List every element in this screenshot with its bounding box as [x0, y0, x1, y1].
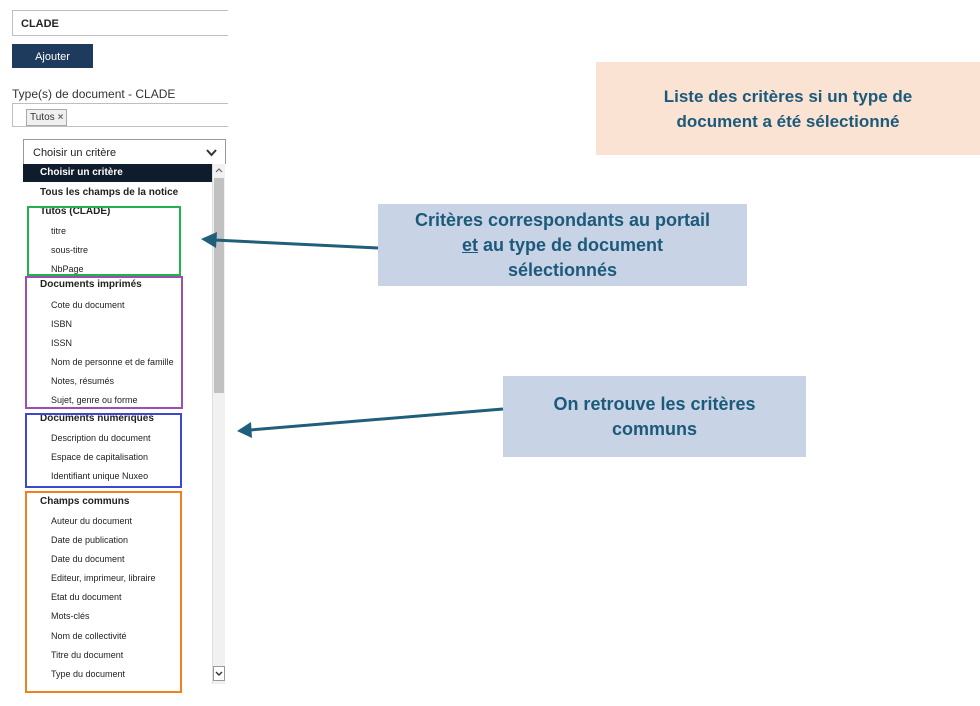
option-nom-personne[interactable]: Nom de personne et de famille — [51, 357, 174, 367]
option-etat[interactable]: Etat du document — [51, 592, 122, 602]
scroll-down-icon[interactable] — [213, 666, 225, 681]
option-titre[interactable]: titre — [51, 226, 67, 236]
option-cote[interactable]: Cote du document — [51, 300, 125, 310]
doc-type-label: Type(s) de document - CLADE — [12, 87, 176, 101]
frame-tutos — [27, 206, 181, 276]
doc-type-tag: Tutos× — [26, 109, 68, 126]
option-isbn[interactable]: ISBN — [51, 319, 73, 329]
close-icon[interactable]: × — [57, 112, 64, 123]
option-collectivite[interactable]: Nom de collectivité — [51, 631, 127, 641]
arrow-head-tutos — [201, 232, 217, 248]
callout-top-line1: Liste des critères si un type de — [663, 86, 913, 106]
option-type-document[interactable]: Type du document — [51, 669, 126, 679]
option-date-document[interactable]: Date du document — [51, 554, 125, 564]
chevron-down-icon — [206, 140, 217, 175]
callout-middle-line2: et au type de document — [415, 233, 710, 258]
criteria-dropdown-list: Choisir un critère Tous les champs de la… — [23, 164, 226, 686]
callout-middle-underlined: et — [461, 234, 478, 255]
tag-label: Tutos — [30, 112, 55, 123]
option-sous-titre[interactable]: sous-titre — [51, 245, 89, 255]
criteria-select-value: Choisir un critère — [33, 147, 117, 159]
doc-type-input[interactable]: Tutos× — [12, 103, 228, 127]
option-notes[interactable]: Notes, résumés — [51, 376, 115, 386]
callout-portal-criteria: Critères correspondants au portail et au… — [378, 204, 747, 286]
option-issn[interactable]: ISSN — [51, 338, 73, 348]
callout-top-line2: document a été sélectionné — [676, 111, 900, 131]
option-description[interactable]: Description du document — [51, 433, 151, 443]
callout-criteria-list: Liste des critères si un type de documen… — [596, 62, 980, 155]
portal-input[interactable]: CLADE — [12, 10, 228, 36]
option-editeur[interactable]: Editeur, imprimeur, libraire — [51, 573, 156, 583]
option-all-fields[interactable]: Tous les champs de la notice — [40, 187, 179, 198]
dropdown-scrollbar[interactable] — [212, 164, 225, 684]
option-auteur[interactable]: Auteur du document — [51, 516, 133, 526]
group-documents-numeriques: Documents numériques — [40, 413, 154, 424]
option-mots-cles[interactable]: Mots-clés — [51, 611, 90, 621]
option-date-publication[interactable]: Date de publication — [51, 535, 129, 545]
option-espace[interactable]: Espace de capitalisation — [51, 452, 149, 462]
callout-bottom-line2: communs — [611, 418, 697, 439]
callout-bottom-line1: On retrouve les critères — [553, 393, 756, 414]
option-titre-document[interactable]: Titre du document — [51, 650, 124, 660]
option-selected[interactable]: Choisir un critère — [23, 164, 213, 182]
group-tutos: Tutos (CLADE) — [40, 206, 111, 217]
frame-documents-imprimes — [25, 276, 183, 409]
add-button[interactable]: Ajouter — [12, 44, 93, 68]
callout-common-criteria: On retrouve les critères communs — [503, 376, 806, 457]
group-documents-imprimes: Documents imprimés — [40, 279, 142, 290]
callout-middle-line3: sélectionnés — [507, 259, 618, 280]
arrow-to-common — [249, 407, 504, 432]
frame-champs-communs — [25, 491, 182, 693]
option-identifiant[interactable]: Identifiant unique Nuxeo — [51, 471, 149, 481]
scroll-up-icon[interactable] — [213, 164, 225, 177]
arrow-head-common — [237, 422, 252, 438]
frame-documents-numeriques — [25, 413, 182, 488]
option-nbpage[interactable]: NbPage — [51, 264, 84, 274]
scrollbar-thumb[interactable] — [214, 178, 224, 393]
option-sujet[interactable]: Sujet, genre ou forme — [51, 395, 138, 405]
callout-middle-line2-rest: au type de document — [477, 234, 664, 255]
group-champs-communs: Champs communs — [40, 496, 130, 507]
callout-middle-line1: Critères correspondants au portail — [414, 209, 711, 230]
arrow-to-tutos — [213, 238, 379, 250]
